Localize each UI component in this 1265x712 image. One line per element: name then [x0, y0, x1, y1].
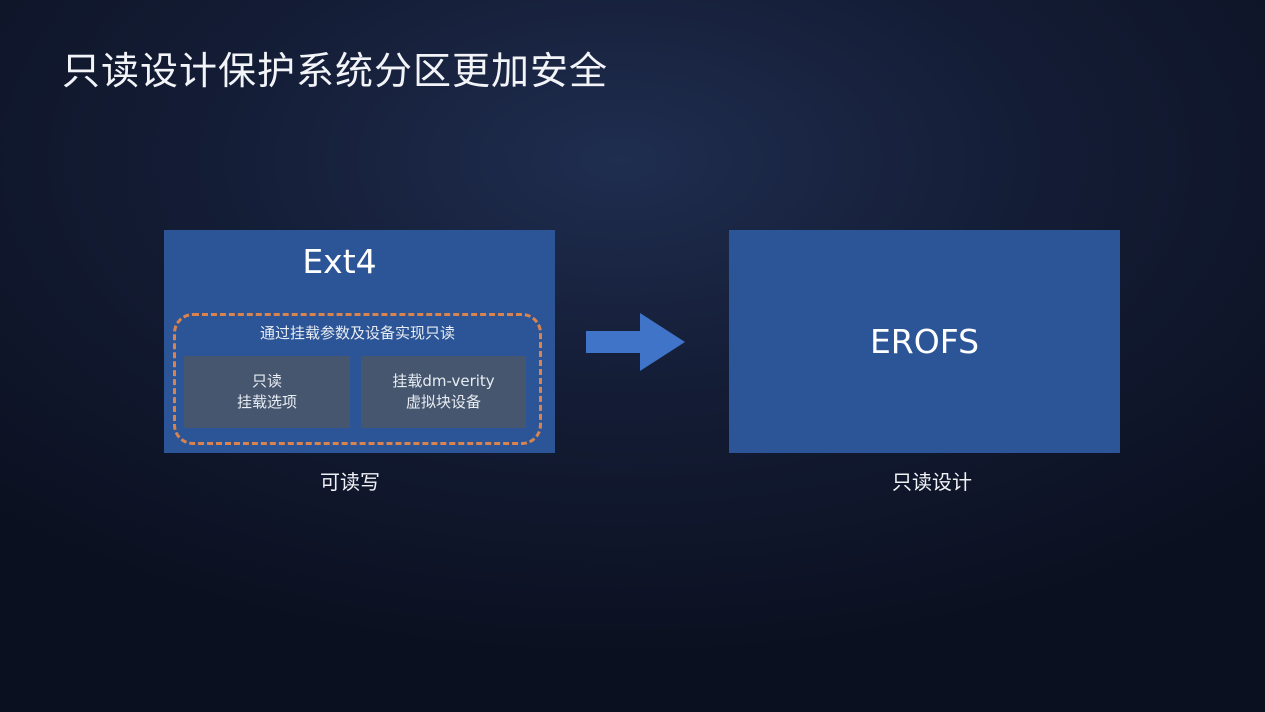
dm-verity-box: 挂载dm-verity 虚拟块设备 — [361, 356, 526, 428]
right-arrow-icon — [586, 313, 685, 371]
option-line: 只读 — [251, 372, 282, 390]
ext4-title: Ext4 — [302, 242, 377, 281]
slide-title: 只读设计保护系统分区更加安全 — [62, 49, 609, 93]
ext4-box: Ext4 通过挂载参数及设备实现只读 只读 挂载选项 挂载dm-verity 虚… — [164, 230, 555, 453]
erofs-box: EROFS — [729, 230, 1120, 453]
option-line: 挂载选项 — [236, 393, 297, 411]
option-line: 虚拟块设备 — [405, 393, 481, 411]
erofs-title: EROFS — [869, 322, 980, 361]
ext4-caption: 可读写 — [320, 470, 380, 494]
erofs-caption: 只读设计 — [892, 470, 972, 494]
readonly-mount-option-box: 只读 挂载选项 — [184, 356, 350, 428]
readonly-mechanism-group: 通过挂载参数及设备实现只读 只读 挂载选项 挂载dm-verity 虚拟块设备 — [173, 313, 542, 445]
option-line: 挂载dm-verity — [392, 372, 495, 390]
group-label: 通过挂载参数及设备实现只读 — [259, 324, 455, 342]
